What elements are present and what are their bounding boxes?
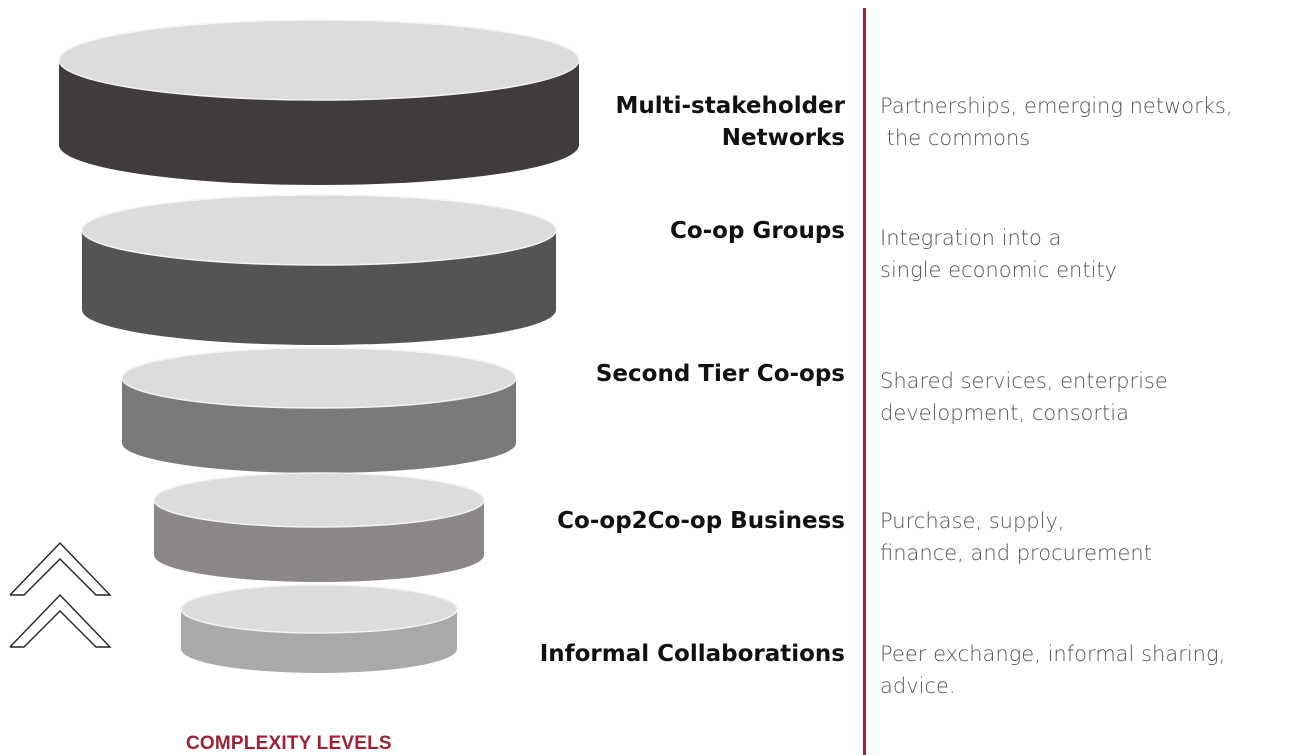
vertical-divider [863, 8, 866, 755]
level-label: Second Tier Co-ops [425, 358, 845, 390]
level-label-line: Networks [721, 125, 845, 151]
level-description-line: Partnerships, emerging networks, [880, 94, 1233, 118]
disc-5 [180, 584, 458, 673]
disc-top [180, 584, 458, 634]
level-description-line: Peer exchange, informal sharing, [880, 642, 1226, 666]
disc-1 [58, 19, 580, 185]
level-description: Peer exchange, informal sharing, advice. [880, 638, 1300, 702]
level-description: Shared services, enterprise development, … [880, 365, 1300, 429]
disc-2 [81, 194, 557, 345]
level-label-line: Co-op2Co-op Business [557, 508, 845, 534]
disc-3 [121, 347, 517, 473]
level-label: Co-op Groups [425, 215, 845, 247]
level-description-line: the commons [880, 126, 1031, 150]
level-label: Co-op2Co-op Business [425, 505, 845, 537]
level-label: Informal Collaborations [425, 638, 845, 670]
disc-top [153, 472, 485, 528]
level-label-line: Informal Collaborations [539, 641, 845, 667]
level-description: Integration into a single economic entity [880, 222, 1300, 286]
level-description: Partnerships, emerging networks, the com… [880, 90, 1300, 154]
level-description-line: development, consortia [880, 401, 1129, 425]
disc-top [121, 347, 517, 409]
double-chevron-up-icon [9, 541, 112, 648]
funnel-diagram [58, 19, 580, 673]
level-description-line: advice. [880, 674, 956, 698]
level-label-line: Second Tier Co-ops [595, 361, 845, 387]
level-description: Purchase, supply, finance, and procuremen… [880, 505, 1300, 569]
complexity-levels-label: COMPLEXITY LEVELS [186, 733, 392, 754]
level-description-line: finance, and procurement [880, 541, 1152, 565]
level-description-line: Purchase, supply, [880, 509, 1065, 533]
disc-top [81, 194, 557, 266]
level-description-line: Shared services, enterprise [880, 369, 1168, 393]
level-description-line: single economic entity [880, 258, 1118, 282]
level-description-line: Integration into a [880, 226, 1062, 250]
disc-4 [153, 472, 485, 582]
level-label-line: Co-op Groups [669, 218, 845, 244]
disc-top [58, 19, 580, 101]
level-label-line: Multi-stakeholder [615, 93, 845, 119]
